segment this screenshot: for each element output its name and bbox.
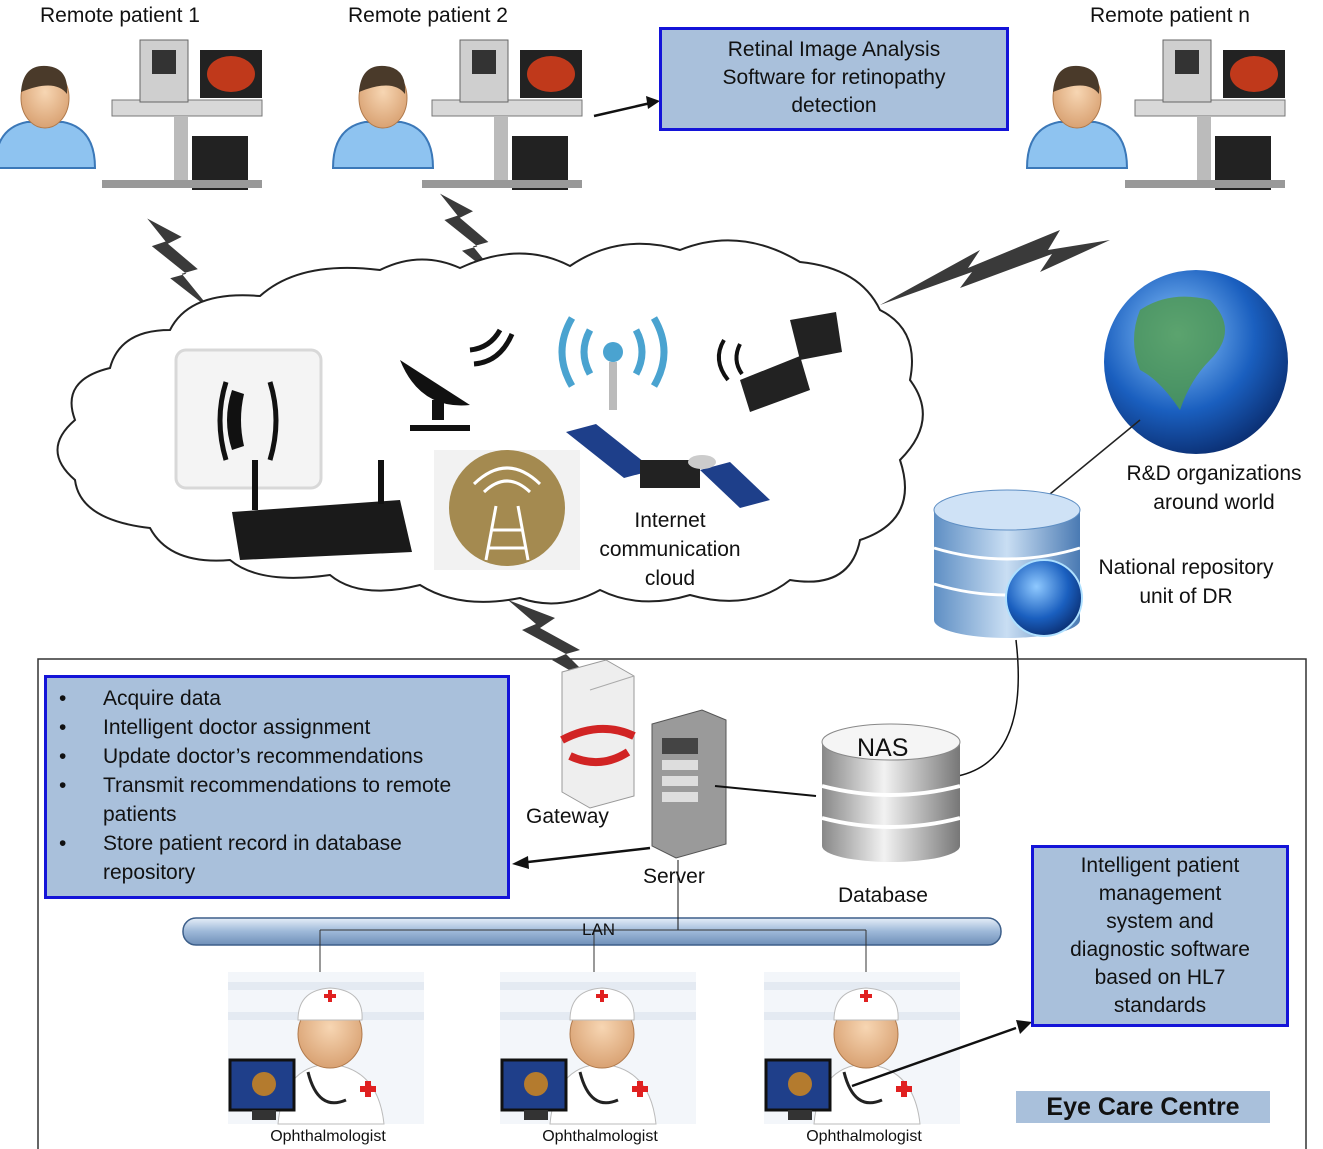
ophthalmologist-label-3: Ophthalmologist	[806, 1128, 922, 1145]
database-label: Database	[838, 884, 928, 907]
nas-cylinder	[821, 723, 961, 862]
wireless-link-icon	[508, 600, 600, 688]
national-line-2: unit of DR	[1139, 585, 1233, 608]
ipms-line-1: Intelligent patient	[1080, 854, 1240, 877]
ipms-line-4: diagnostic software	[1070, 938, 1250, 961]
eye-care-centre-frame	[37, 658, 1307, 1149]
remote-patient-n-label: Remote patient n	[1090, 4, 1250, 27]
telephone-icon	[174, 348, 323, 490]
task-item: Intelligent doctor assignment	[47, 713, 507, 742]
national-repository-cylinder	[933, 489, 1083, 638]
eye-care-centre-title: Eye Care Centre	[1016, 1091, 1270, 1123]
remote-station-n	[1026, 39, 1286, 191]
ophthalmologist-label-1: Ophthalmologist	[270, 1128, 386, 1145]
cloud-line-1: Internet	[634, 509, 706, 532]
satellite-icon	[566, 424, 770, 508]
lan-bus	[182, 860, 1002, 972]
remote-patient-1-label: Remote patient 1	[40, 4, 200, 27]
radio-tower-icon	[434, 450, 580, 570]
rd-line-2: around world	[1153, 491, 1275, 514]
ipms-box: Intelligent patient management system an…	[1031, 845, 1289, 1027]
cloud-line-3: cloud	[644, 567, 696, 590]
ophthalmologist-workstation-2	[498, 970, 698, 1126]
gateway-icon	[560, 659, 636, 809]
globe-icon	[1104, 270, 1288, 454]
ipms-line-3: system and	[1106, 910, 1214, 933]
task-item: Transmit recommendations to remote patie…	[47, 771, 463, 829]
rd-label: R&D organizations around world	[1104, 459, 1323, 517]
ophthalmologist-workstation-3	[762, 970, 962, 1126]
router-icon	[232, 460, 412, 560]
satellite-dish-icon	[400, 328, 515, 431]
remote-patient-2-label: Remote patient 2	[348, 4, 508, 27]
retinal-line-2: Software for retinopathy	[722, 66, 946, 89]
retinal-line-3: detection	[791, 94, 877, 117]
ipms-line-6: standards	[1113, 994, 1207, 1017]
wifi-antenna-icon	[558, 316, 668, 410]
server-label: Server	[643, 865, 705, 888]
rd-line-1: R&D organizations	[1126, 462, 1302, 485]
ophthalmologist-label-2: Ophthalmologist	[542, 1128, 658, 1145]
remote-station-2	[332, 39, 583, 191]
gateway-label: Gateway	[526, 805, 609, 828]
ipms-line-5: based on HL7	[1094, 966, 1226, 989]
mobile-phone-icon	[716, 312, 842, 412]
centre-tasks-box: Acquire data Intelligent doctor assignme…	[44, 675, 510, 899]
national-repository-label: National repository unit of DR	[1078, 553, 1294, 611]
wireless-link-icon	[147, 218, 212, 311]
nas-label: NAS	[857, 734, 909, 762]
retinal-line-1: Retinal Image Analysis	[727, 38, 941, 61]
wireless-link-icon	[880, 230, 1110, 305]
task-item: Acquire data	[47, 684, 507, 713]
task-item: Update doctor’s recommendations	[47, 742, 507, 771]
cloud-label: Internet communication cloud	[580, 506, 760, 593]
server-icon	[651, 709, 727, 859]
ipms-line-2: management	[1098, 882, 1222, 905]
remote-station-1	[0, 39, 263, 191]
task-item: Store patient record in database reposit…	[47, 829, 483, 887]
cloud-line-2: communication	[599, 538, 741, 561]
national-line-1: National repository	[1098, 556, 1274, 579]
ophthalmologist-workstation-1	[226, 970, 426, 1126]
retinal-analysis-box: Retinal Image Analysis Software for reti…	[659, 27, 1009, 131]
lan-label: LAN	[582, 920, 616, 939]
